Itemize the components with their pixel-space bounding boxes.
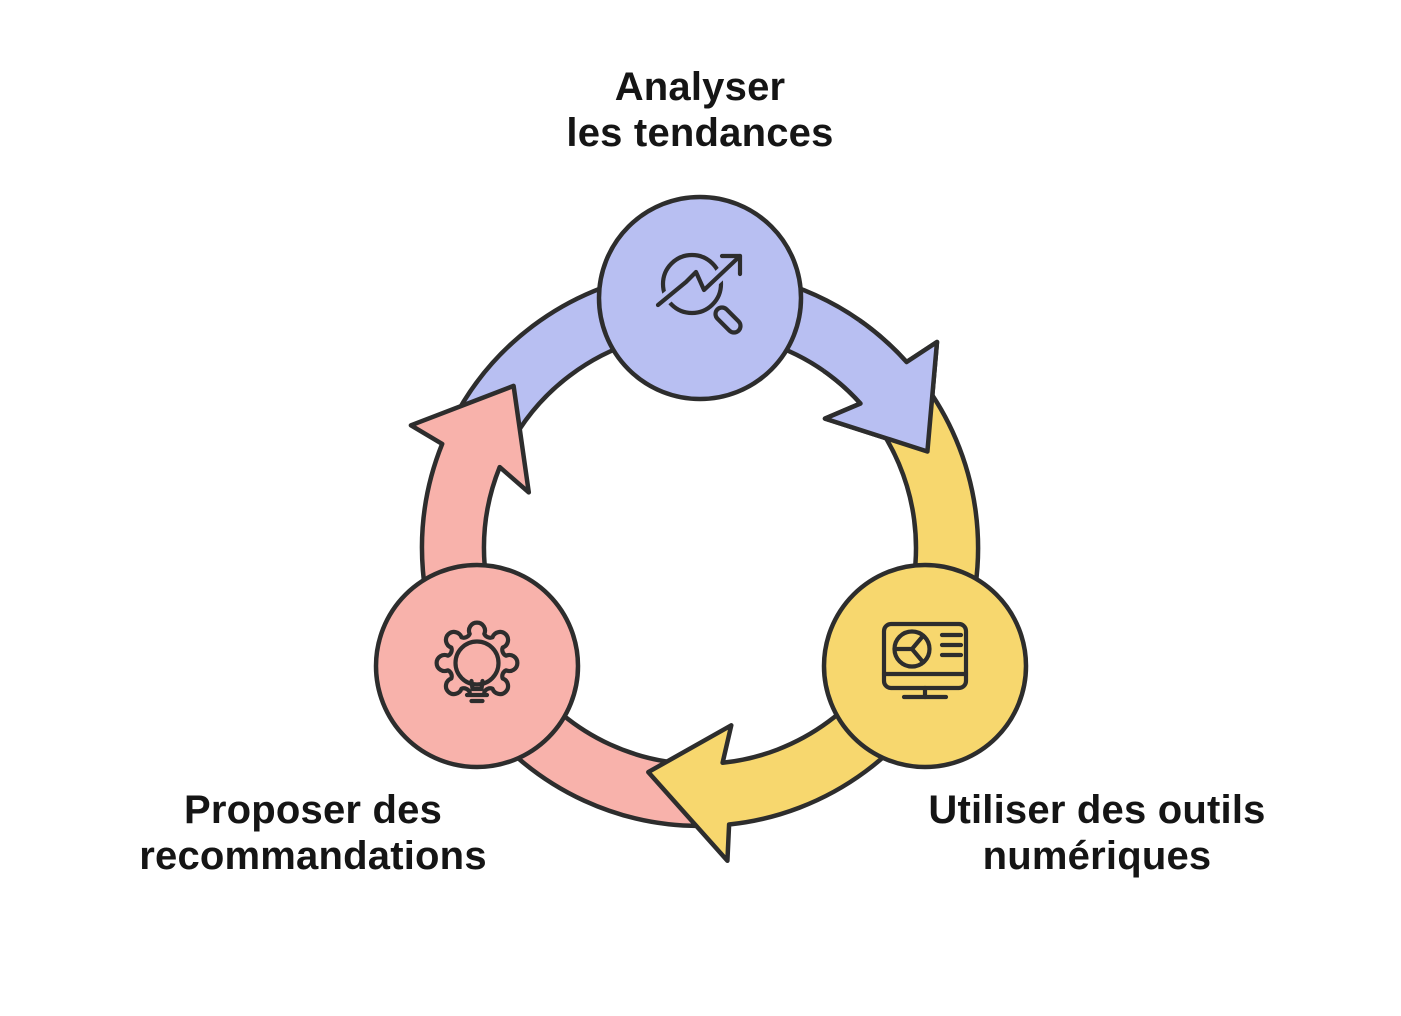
node-circle-outils	[821, 562, 1029, 770]
monitor-dashboard-icon	[881, 621, 969, 700]
node-circle-recommandations	[373, 562, 581, 770]
node-label-analyser: Analyser les tendances	[566, 65, 834, 155]
gear-lightbulb-icon	[434, 620, 520, 704]
node-circle-analyser	[596, 194, 804, 402]
node-label-recommandations: Proposer des recommandations	[139, 788, 487, 878]
trend-magnifier-icon	[652, 250, 746, 335]
node-label-outils: Utiliser des outils numériques	[928, 788, 1266, 878]
